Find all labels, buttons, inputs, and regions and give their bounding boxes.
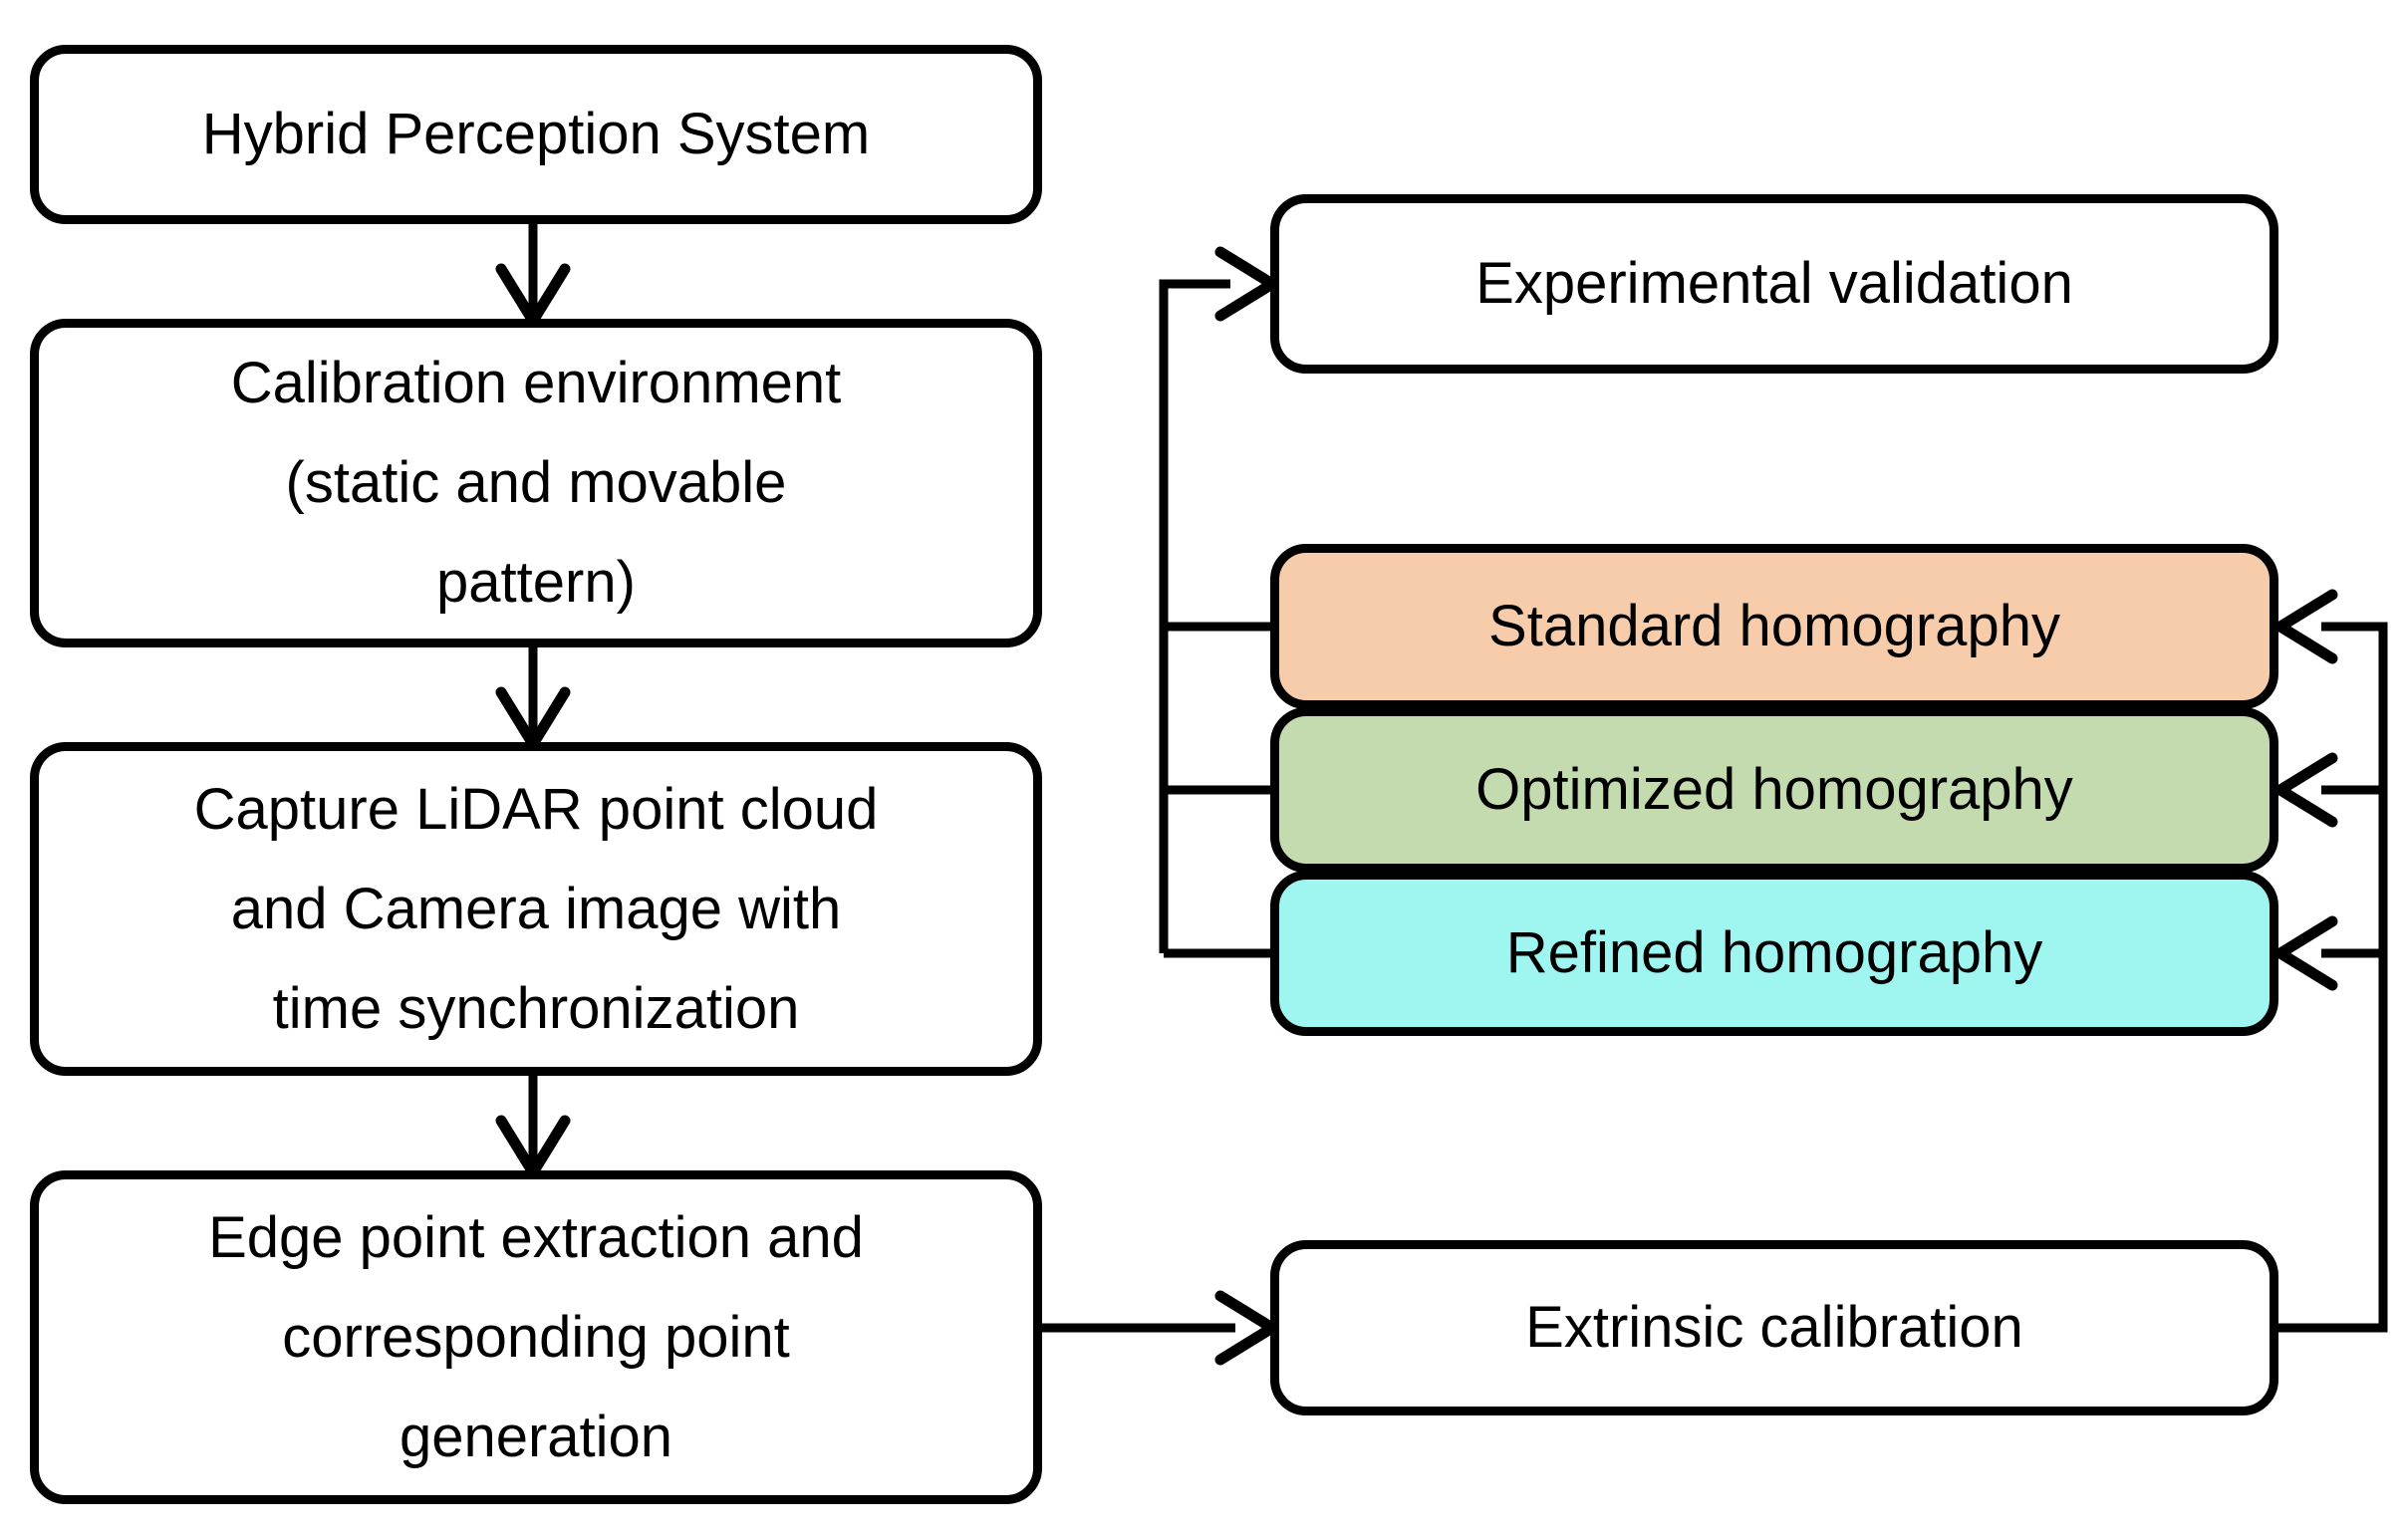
box-line: Extrinsic calibration [1525,1295,2023,1360]
arrow-extrinsic-to-standard-head [2270,589,2338,664]
box-line: time synchronization [272,975,800,1041]
box-line: Edge point extraction and [208,1204,864,1270]
box-line: (static and movable [285,450,787,515]
box-optimized-homography: Optimized homography [1270,707,2278,873]
box-capture-lidar-camera: Capture LiDAR point cloud and Camera ima… [30,742,1042,1076]
arrow-extrinsic-to-optimized-head [2270,752,2338,828]
box-line: Hybrid Perception System [201,102,871,166]
box-line: Refined homography [1505,920,2043,985]
box-calibration-environment: Calibration environment (static and mova… [30,319,1042,647]
box-line: Standard homography [1488,594,2060,658]
box-line: Capture LiDAR point cloud [193,776,879,842]
box-line: and Camera image with [230,876,842,941]
box-experimental-validation: Experimental validation [1270,194,2278,374]
box-edge-point-extraction: Edge point extraction and corresponding … [30,1170,1042,1504]
arrow-extrinsic-to-refined-head [2270,915,2338,991]
box-hybrid-perception-system: Hybrid Perception System [30,45,1042,224]
box-standard-homography: Standard homography [1270,544,2278,709]
box-line: Optimized homography [1475,757,2073,822]
box-refined-homography: Refined homography [1270,871,2278,1036]
box-line: generation [399,1404,673,1469]
box-line: Experimental validation [1475,251,2073,316]
connector-right-bus [2273,622,2388,1333]
connector-left-bus [1159,279,1230,953]
box-line: pattern) [436,550,636,615]
box-extrinsic-calibration: Extrinsic calibration [1270,1240,2278,1415]
box-line: Calibration environment [230,351,842,415]
box-line: corresponding point [282,1304,790,1370]
